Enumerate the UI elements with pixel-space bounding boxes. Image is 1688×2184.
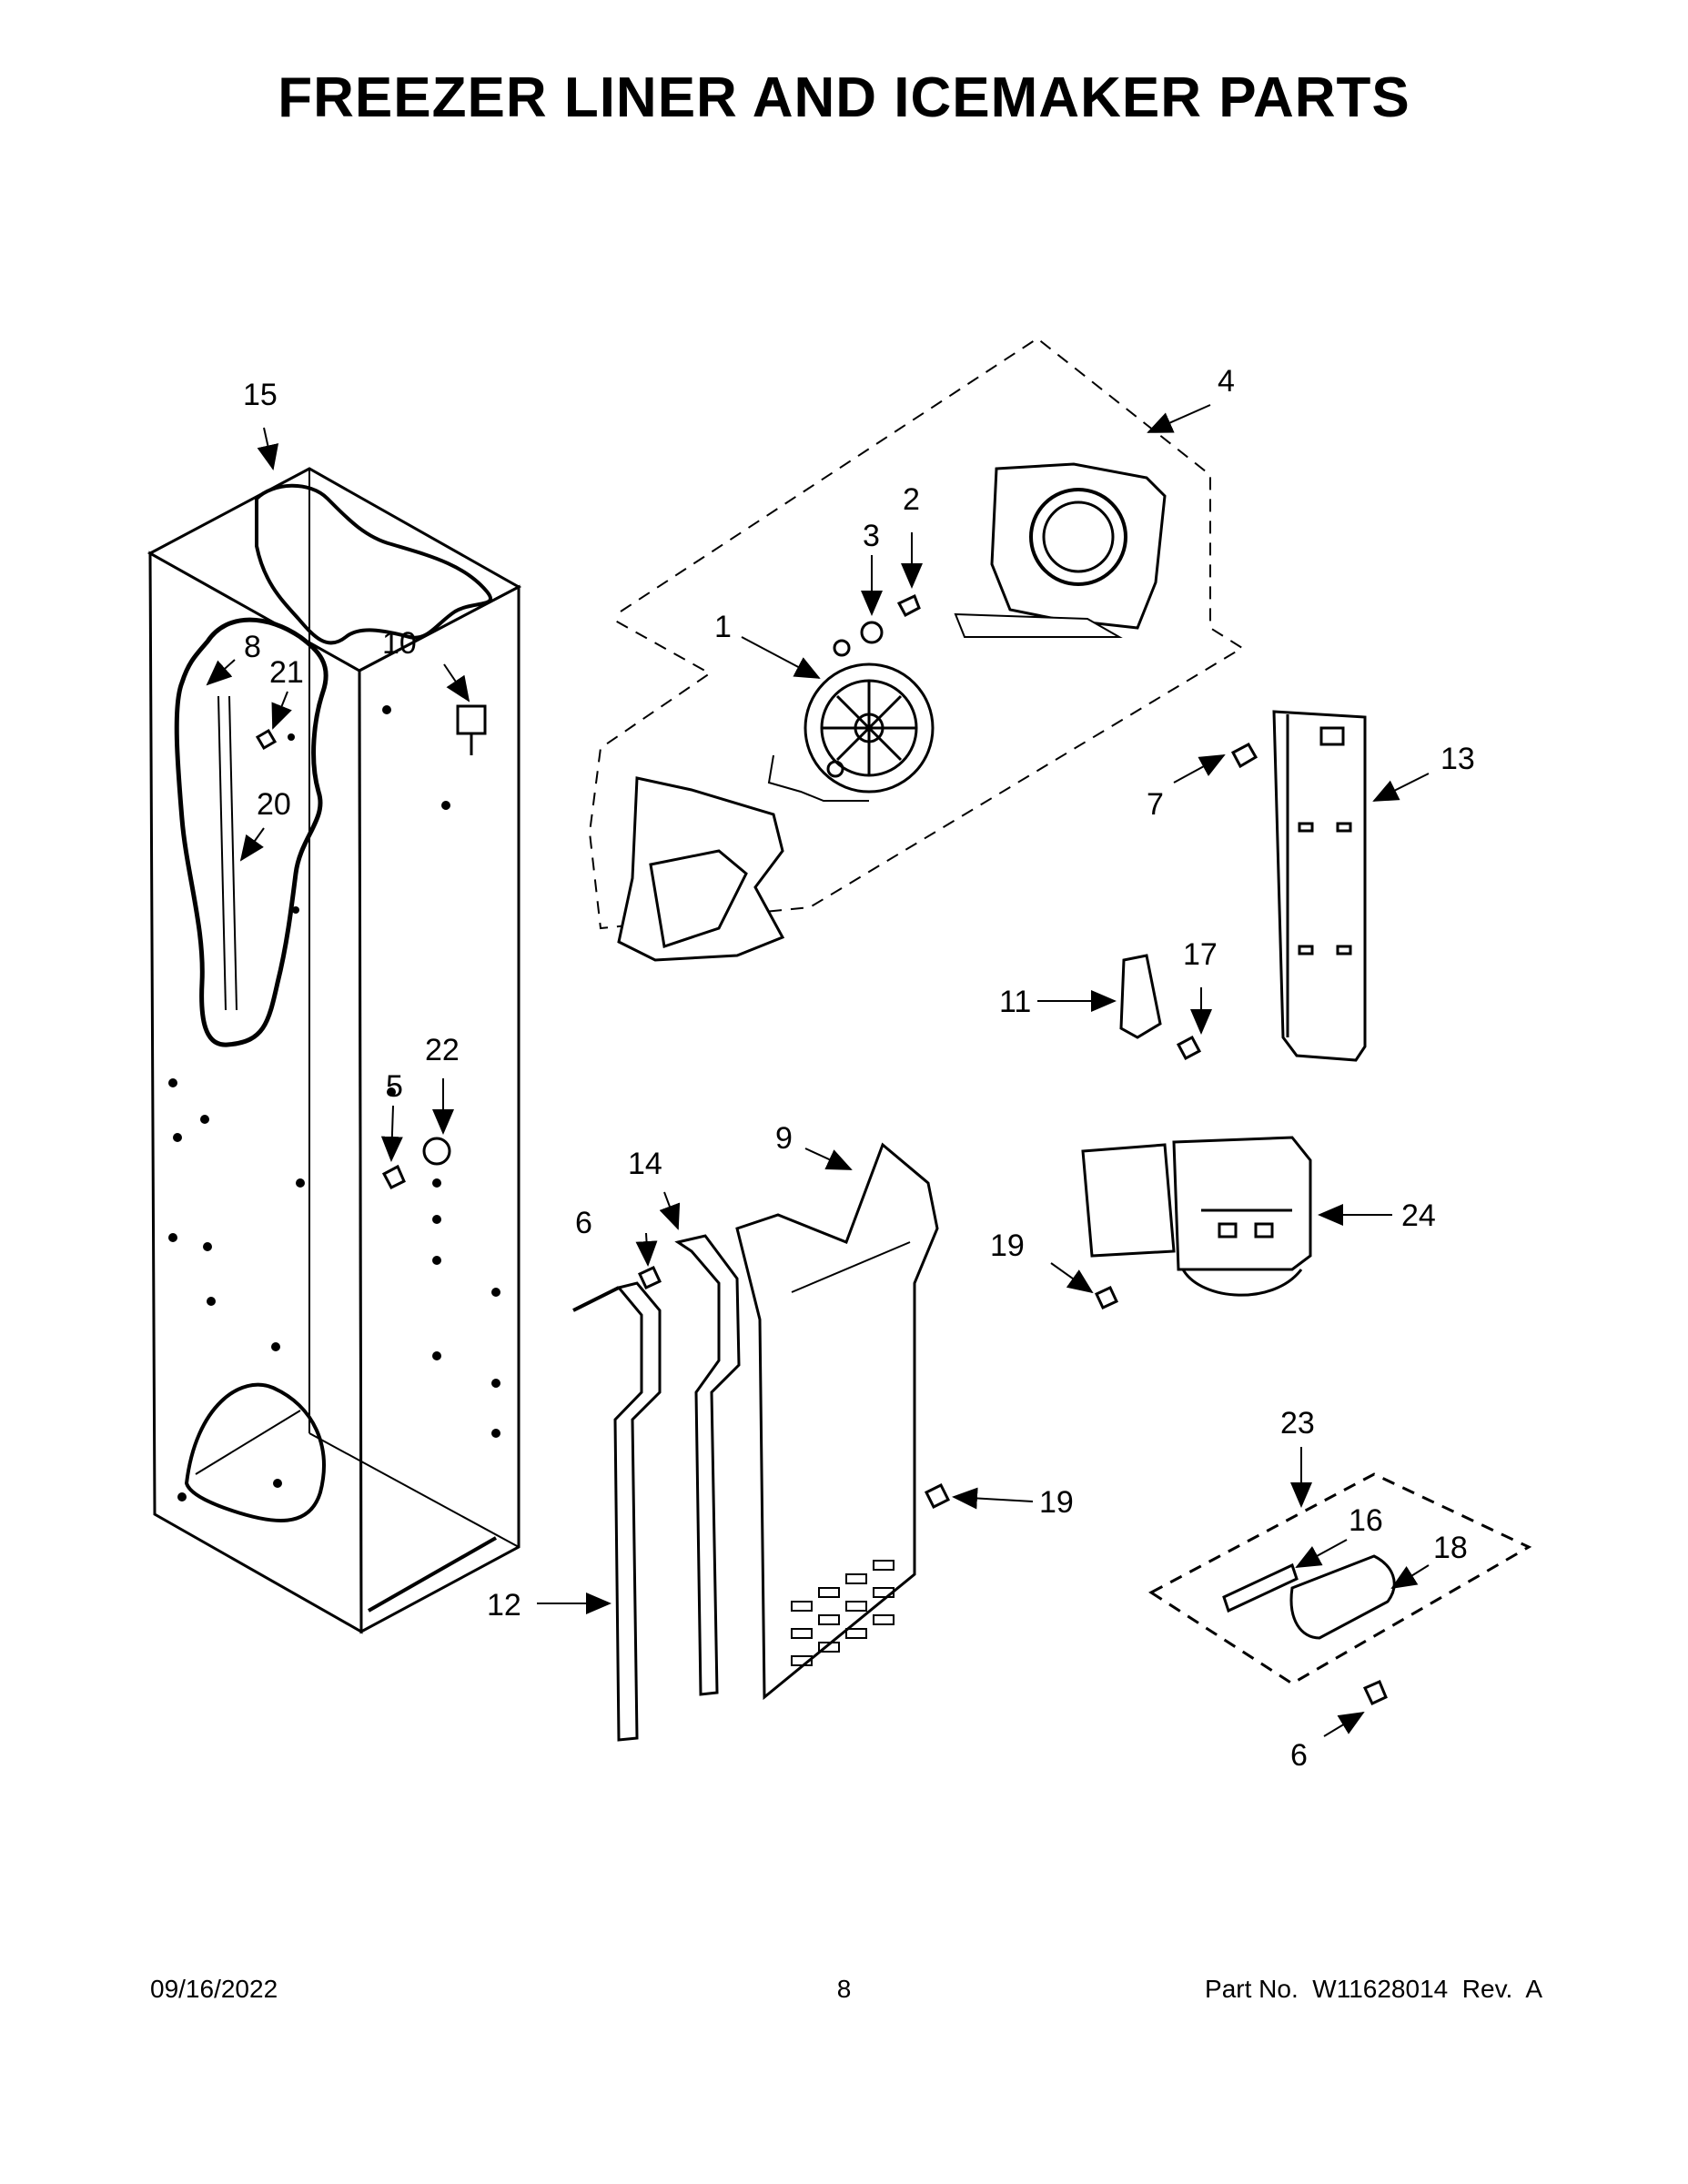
callout-15: 15 [243,378,278,412]
gasket-strip-part [674,1234,741,1696]
callout-2: 2 [903,482,920,517]
callout-5: 5 [386,1069,403,1104]
panel-cover-part [1272,710,1367,1062]
callout-11: 11 [999,985,1031,1019]
callout-4: 4 [1218,364,1235,399]
callout-22: 22 [425,1033,460,1067]
callout-19-upper: 19 [990,1228,1025,1263]
page-title: FREEZER LINER AND ICEMAKER PARTS [278,66,1410,129]
fan-motor-part [767,639,935,802]
callout-6-lower: 6 [1290,1738,1308,1773]
leader-arrows [206,404,1430,1737]
callout-9: 9 [775,1121,793,1156]
callout-18: 18 [1433,1531,1468,1565]
bracket-part [1119,954,1162,1039]
callout-20: 20 [257,787,291,822]
rev-value: A [1525,1975,1542,2003]
footer-date: 09/16/2022 [150,1975,278,2003]
callout-3: 3 [863,519,880,553]
callout-8: 8 [244,630,261,664]
liner-strip-part [572,1281,662,1742]
callout-14: 14 [628,1147,662,1181]
callout-6-upper: 6 [575,1206,592,1240]
callout-16: 16 [1349,1503,1383,1538]
callout-13: 13 [1440,742,1475,776]
hardware-parts [255,593,1388,1705]
callout-17: 17 [1183,937,1218,972]
callout-23: 23 [1280,1406,1315,1441]
heater-kit-part [1148,1472,1532,1685]
cover-panel-part [735,1142,939,1701]
callout-21: 21 [269,655,304,690]
fan-housing-assembly-part [588,337,1244,962]
part-label: Part No. [1205,1975,1299,2003]
icemaker-part [1081,1136,1312,1297]
freezer-liner-part [147,467,522,1634]
callout-10: 10 [382,626,417,661]
callout-1: 1 [714,610,732,644]
rev-label: Rev. [1461,1975,1513,2003]
footer-page-number: 8 [836,1975,852,2003]
callout-24: 24 [1401,1198,1436,1233]
part-number: W11628014 [1312,1975,1449,2003]
callout-labels: 15 4 2 3 1 10 8 21 20 5 22 6 14 9 7 13 1… [243,364,1475,1773]
callout-12: 12 [487,1588,521,1623]
footer-part-number: Part No. W11628014 Rev. A [1205,1975,1542,2004]
callout-19-lower: 19 [1039,1485,1074,1520]
callout-7: 7 [1147,787,1164,822]
